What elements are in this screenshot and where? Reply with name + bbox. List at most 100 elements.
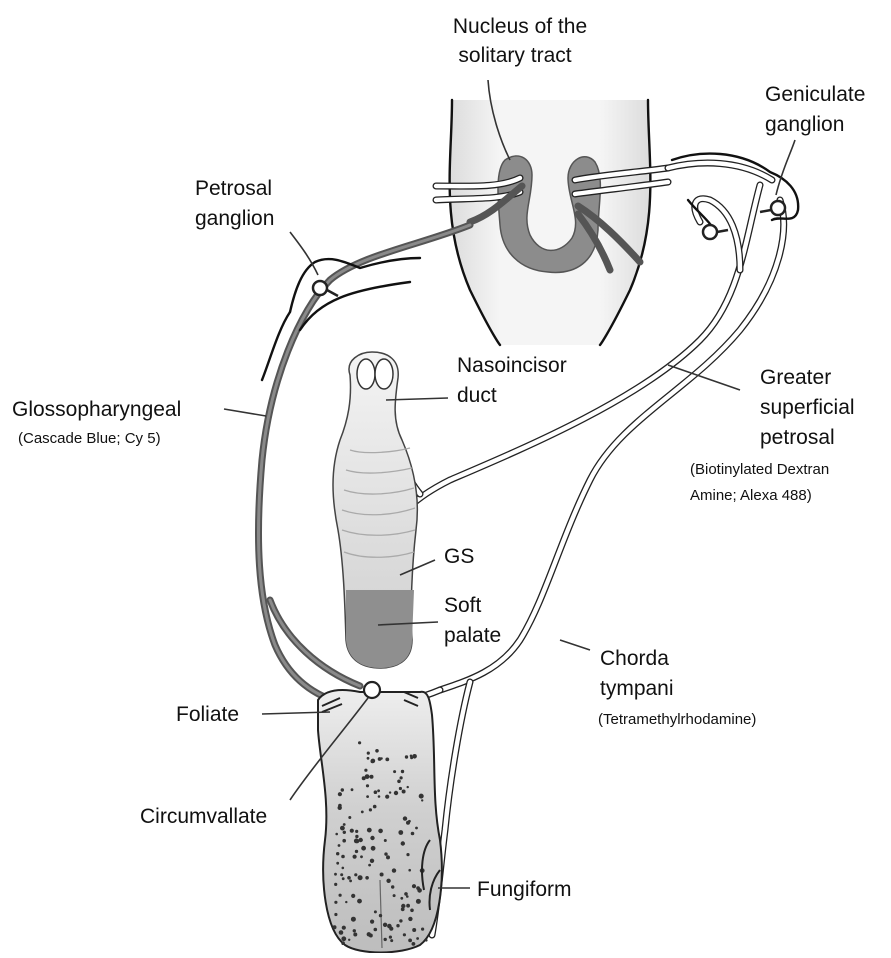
papilla-dot — [342, 867, 345, 870]
papilla-dot — [421, 928, 424, 931]
papilla-dot — [380, 873, 384, 877]
papilla-dot — [369, 808, 372, 811]
papilla-dot — [342, 877, 345, 880]
papilla-dot — [340, 873, 343, 876]
papilla-dot — [415, 827, 418, 830]
label-gsp-tracer-line2: Amine; Alexa 488) — [690, 487, 812, 504]
papilla-dot — [393, 770, 396, 773]
papilla-dot — [399, 787, 402, 790]
label-glossopharyngeal-tracer: (Cascade Blue; Cy 5) — [18, 430, 161, 447]
papilla-dot — [334, 883, 337, 886]
label-gsp-line2: superficial — [760, 396, 855, 419]
labels: Nucleus of the solitary tract Geniculate… — [12, 15, 865, 901]
papilla-dot — [370, 859, 374, 863]
papilla-dot — [406, 853, 409, 856]
papilla-dot — [402, 790, 406, 794]
papilla-dot — [403, 816, 407, 820]
papilla-dot — [333, 925, 337, 929]
papilla-dot — [360, 855, 363, 858]
papilla-dot — [370, 836, 374, 840]
papilla-dot — [392, 868, 396, 872]
papilla-dot — [340, 826, 345, 831]
papilla-dot — [394, 791, 398, 795]
soft-palate-region — [346, 590, 414, 668]
papilla-dot — [351, 917, 356, 922]
papilla-dot — [341, 936, 346, 941]
papilla-dot — [334, 873, 337, 876]
papilla-dot — [361, 846, 366, 851]
papilla-dot — [412, 928, 416, 932]
label-chorda-line1: Chorda — [600, 647, 669, 670]
papilla-dot — [385, 758, 389, 762]
papilla-dot — [401, 904, 405, 908]
papilla-dot — [334, 901, 337, 904]
papilla-dot — [374, 928, 378, 932]
label-nucleus-line1: Nucleus of the — [453, 15, 587, 38]
papilla-dot — [367, 752, 370, 755]
papilla-dot — [354, 873, 357, 876]
papilla-dot — [353, 929, 356, 932]
papilla-dot — [384, 852, 387, 855]
papilla-dot — [355, 839, 359, 843]
papilla-dot — [341, 855, 345, 859]
papilla-dot — [400, 776, 403, 779]
papilla-dot — [419, 794, 424, 799]
label-petrosal-line1: Petrosal — [195, 177, 272, 200]
papilla-dot — [389, 936, 392, 939]
papilla-dot — [353, 933, 357, 937]
geniculate-cell-2 — [703, 225, 717, 239]
label-chorda-line2: tympani — [600, 677, 674, 700]
label-soft-palate-line1: Soft — [444, 594, 482, 617]
papilla-dot — [386, 855, 390, 859]
papilla-dot — [341, 941, 345, 945]
papilla-dot — [370, 775, 374, 779]
papilla-dot — [398, 830, 403, 835]
papilla-dot — [374, 910, 377, 913]
papilla-dot — [358, 875, 363, 880]
papilla-dot — [371, 759, 376, 764]
papilla-dot — [366, 795, 369, 798]
papilla-dot — [361, 811, 364, 814]
papilla-dot — [407, 786, 409, 788]
papilla-dot — [416, 937, 419, 940]
papilla-dot — [374, 790, 378, 794]
papilla-dot — [368, 864, 371, 867]
label-nucleus-line2: solitary tract — [458, 44, 571, 67]
papilla-dot — [370, 920, 374, 924]
papilla-dot — [334, 913, 337, 916]
label-chorda-tracer: (Tetramethylrhodamine) — [598, 711, 756, 728]
papilla-dot — [366, 784, 369, 787]
label-fungiform: Fungiform — [477, 878, 572, 901]
papilla-dot — [355, 830, 358, 833]
papilla-dot — [348, 939, 350, 941]
papilla-dot — [355, 850, 358, 853]
papilla-dot — [416, 899, 421, 904]
papilla-dot — [393, 894, 396, 897]
papilla-dot — [410, 756, 413, 759]
label-foliate: Foliate — [176, 703, 239, 726]
papilla-dot — [396, 924, 399, 927]
papilla-dot — [406, 895, 409, 898]
papilla-dot — [378, 795, 381, 798]
papilla-dot — [416, 886, 420, 890]
papilla-dot — [347, 876, 351, 880]
papilla-dot — [365, 774, 370, 779]
label-gsp-line1: Greater — [760, 366, 831, 389]
papilla-dot — [342, 839, 346, 843]
petrosal-ganglion-cell — [313, 281, 327, 295]
papilla-dot — [353, 855, 357, 859]
papilla-dot — [384, 938, 387, 941]
label-geniculate-line2: ganglion — [765, 113, 844, 136]
papilla-dot — [351, 894, 355, 898]
brainstem — [450, 100, 651, 345]
papilla-dot — [338, 792, 342, 796]
papilla-dot — [375, 749, 379, 753]
papilla-dot — [400, 897, 403, 900]
label-geniculate-line1: Geniculate — [765, 83, 865, 106]
papilla-dot — [397, 780, 401, 784]
label-petrosal-line2: ganglion — [195, 207, 274, 230]
papilla-dot — [401, 770, 404, 773]
papilla-dot — [410, 909, 414, 913]
label-glossopharyngeal: Glossopharyngeal — [12, 398, 181, 421]
papilla-dot — [355, 835, 358, 838]
